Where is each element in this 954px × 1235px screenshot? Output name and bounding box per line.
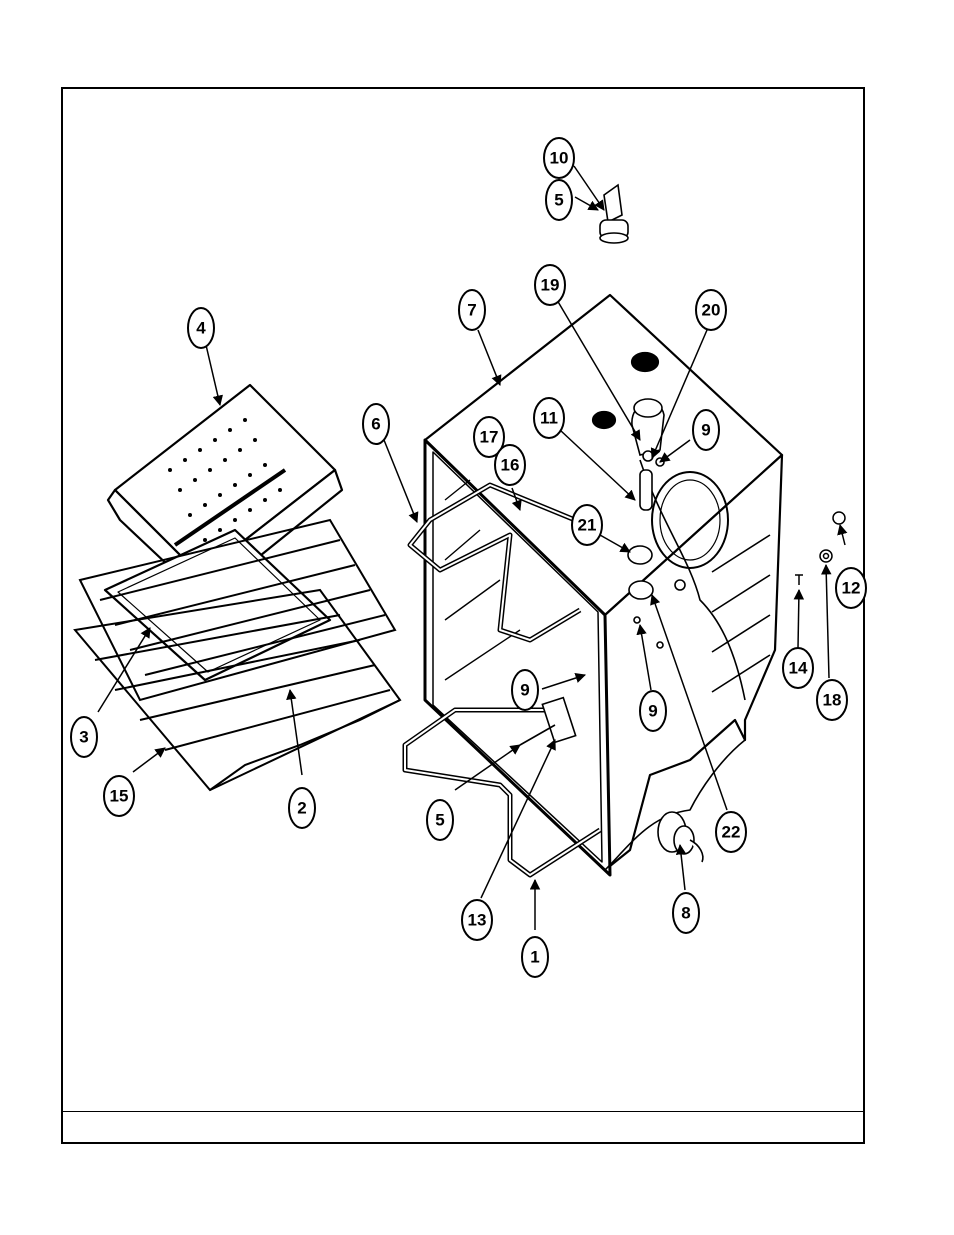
callout-bubble (70, 716, 98, 758)
callout-label: 7 (467, 301, 476, 320)
oven-liner (423, 293, 784, 877)
callout-label: 2 (297, 799, 306, 818)
callout-c9c: 9 (639, 690, 667, 732)
figure-frame (61, 87, 865, 1144)
callout-label: 20 (702, 301, 721, 320)
callout-label: 5 (435, 811, 444, 830)
callout-c8: 8 (672, 892, 700, 934)
callout-bubble (672, 892, 700, 934)
callout-bubble (426, 799, 454, 841)
callout-bubble (692, 409, 720, 451)
callout-c21: 21 (571, 504, 603, 546)
leader-lines (97, 165, 848, 930)
callout-label: 21 (578, 516, 597, 535)
callout-label: 8 (681, 904, 690, 923)
callout-bubble (473, 416, 505, 458)
callout-c22: 22 (715, 811, 747, 853)
broil-element (407, 482, 582, 643)
callout-c16: 16 (494, 444, 526, 486)
callout-label: 11 (540, 409, 558, 428)
callout-bubble (362, 403, 390, 445)
callout-c7: 7 (458, 289, 486, 331)
callout-label: 9 (648, 702, 657, 721)
callout-c13: 13 (461, 899, 493, 941)
callout-bubble (816, 679, 848, 721)
callout-bubble (103, 775, 135, 817)
callout-c6: 6 (362, 403, 390, 445)
callout-label: 10 (550, 149, 569, 168)
callout-bubble (494, 444, 526, 486)
callout-label: 3 (79, 728, 88, 747)
callout-label: 15 (110, 787, 129, 806)
callout-bubble (534, 264, 566, 306)
callout-label: 13 (468, 911, 487, 930)
callout-c14: 14 (782, 647, 814, 689)
callout-c3: 3 (70, 716, 98, 758)
terminal-plate (519, 696, 577, 746)
callout-c9b: 9 (511, 669, 539, 711)
oven-rack-upper (78, 518, 397, 702)
callout-bubble (835, 567, 867, 609)
callout-label: 9 (520, 681, 529, 700)
callout-label: 4 (196, 319, 206, 338)
callout-label: 5 (554, 191, 563, 210)
oven-knob-part (599, 183, 629, 244)
callout-label: 22 (722, 823, 741, 842)
callout-label: 16 (501, 456, 520, 475)
callout-bubble (782, 647, 814, 689)
callout-bubble (187, 307, 215, 349)
callout-c10: 10 (543, 137, 575, 179)
callout-bubble (571, 504, 603, 546)
callout-c11: 11 (533, 397, 565, 439)
callout-c20: 20 (695, 289, 727, 331)
callout-label: 12 (842, 579, 861, 598)
bake-element (402, 707, 602, 878)
callout-bubble (461, 899, 493, 941)
callout-bubble (545, 179, 573, 221)
callout-bubble (511, 669, 539, 711)
callout-c17: 17 (473, 416, 505, 458)
callout-bubble (543, 137, 575, 179)
callout-label: 6 (371, 415, 380, 434)
callout-c2: 2 (288, 787, 316, 829)
callout-label: 19 (541, 276, 560, 295)
callout-label: 17 (480, 428, 499, 447)
callout-bubble (715, 811, 747, 853)
callout-c5b: 5 (426, 799, 454, 841)
oven-rack-lower (73, 588, 402, 792)
callout-c5a: 5 (545, 179, 573, 221)
callout-label: 9 (701, 421, 710, 440)
callout-c15: 15 (103, 775, 135, 817)
callout-c18: 18 (816, 679, 848, 721)
callout-c1: 1 (521, 936, 549, 978)
perforations (168, 418, 282, 542)
light-socket (657, 811, 704, 863)
caption-divider (61, 1111, 865, 1112)
callout-c19: 19 (534, 264, 566, 306)
callout-label: 1 (530, 948, 539, 967)
callout-bubble (695, 289, 727, 331)
callout-c9a: 9 (692, 409, 720, 451)
callout-label: 14 (789, 659, 808, 678)
callout-label: 18 (823, 691, 842, 710)
callout-c4: 4 (187, 307, 215, 349)
callout-bubble (288, 787, 316, 829)
callout-bubble (533, 397, 565, 439)
small-hardware (795, 511, 846, 585)
callout-bubble (639, 690, 667, 732)
callout-bubble (458, 289, 486, 331)
callout-bubble (521, 936, 549, 978)
callout-c12: 12 (835, 567, 867, 609)
